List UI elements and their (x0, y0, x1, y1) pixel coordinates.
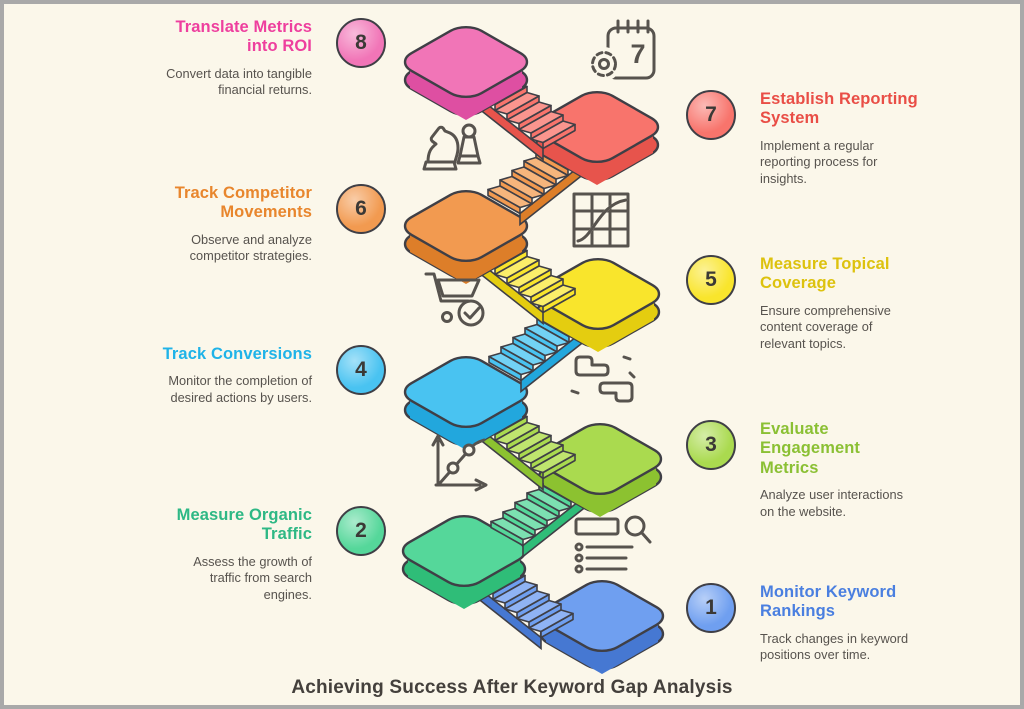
cart-check-icon (424, 267, 490, 329)
growth-chart-icon (428, 429, 492, 492)
step-number-badge: 8 (336, 18, 386, 68)
step-title: Evaluate Engagement Metrics (760, 420, 861, 477)
step-block-2: Measure Organic Traffic Assess the growt… (110, 506, 386, 603)
step-number-badge: 4 (336, 345, 386, 395)
search-list-icon (574, 513, 652, 574)
step-title: Measure Topical Coverage (760, 255, 890, 293)
calendar-number: 7 (630, 39, 645, 69)
step-description: Assess the growth of traffic from search… (193, 553, 312, 602)
step-block-5: 5 Measure Topical Coverage Ensure compre… (686, 255, 996, 352)
step-block-6: Track Competitor Movements Observe and a… (110, 184, 386, 265)
step-description: Monitor the completion of desired action… (168, 373, 312, 405)
chess-pieces-icon (416, 116, 484, 178)
step-number: 1 (705, 596, 717, 619)
step-description: Analyze user interactions on the website… (760, 486, 903, 519)
cursor-clicks-icon (568, 349, 640, 409)
staircase-graphic (4, 4, 1024, 674)
step-number-badge: 6 (336, 184, 386, 234)
grid-curve-icon (570, 189, 634, 251)
step-title: Monitor Keyword Rankings (760, 583, 897, 621)
step-title: Translate Metrics into ROI (175, 18, 312, 56)
step-block-1: 1 Monitor Keyword Rankings Track changes… (686, 583, 996, 664)
step-title: Track Conversions (162, 345, 312, 363)
step-description: Ensure comprehensive content coverage of… (760, 302, 891, 351)
step-number: 3 (705, 433, 717, 456)
step-number-badge: 3 (686, 420, 736, 470)
step-number-badge: 7 (686, 90, 736, 140)
step-number: 4 (355, 358, 367, 381)
step-block-4: Track Conversions Monitor the completion… (110, 345, 386, 407)
step-number-badge: 5 (686, 255, 736, 305)
step-block-3: 3 Evaluate Engagement Metrics Analyze us… (686, 420, 996, 520)
step-description: Observe and analyze competitor strategie… (189, 231, 312, 264)
step-number: 2 (355, 519, 367, 542)
step-description: Implement a regular reporting process fo… (760, 137, 878, 186)
step-block-8: Translate Metrics into ROI Convert data … (110, 18, 386, 99)
step-number: 6 (355, 197, 367, 220)
step-block-7: 7 Establish Reporting System Implement a… (686, 90, 996, 187)
calendar-gear-icon: 7 (584, 18, 660, 90)
step-title: Measure Organic Traffic (176, 506, 312, 544)
step-title: Track Competitor Movements (174, 184, 312, 222)
step-description: Track changes in keyword positions over … (760, 630, 909, 663)
main-title: Achieving Success After Keyword Gap Anal… (291, 677, 733, 698)
step-number: 7 (705, 103, 717, 126)
step-description: Convert data into tangible financial ret… (166, 65, 312, 98)
step-number-badge: 1 (686, 583, 736, 633)
step-number-badge: 2 (336, 506, 386, 556)
step-number: 5 (705, 268, 717, 291)
step-number: 8 (355, 31, 367, 54)
step-title: Establish Reporting System (760, 90, 918, 128)
